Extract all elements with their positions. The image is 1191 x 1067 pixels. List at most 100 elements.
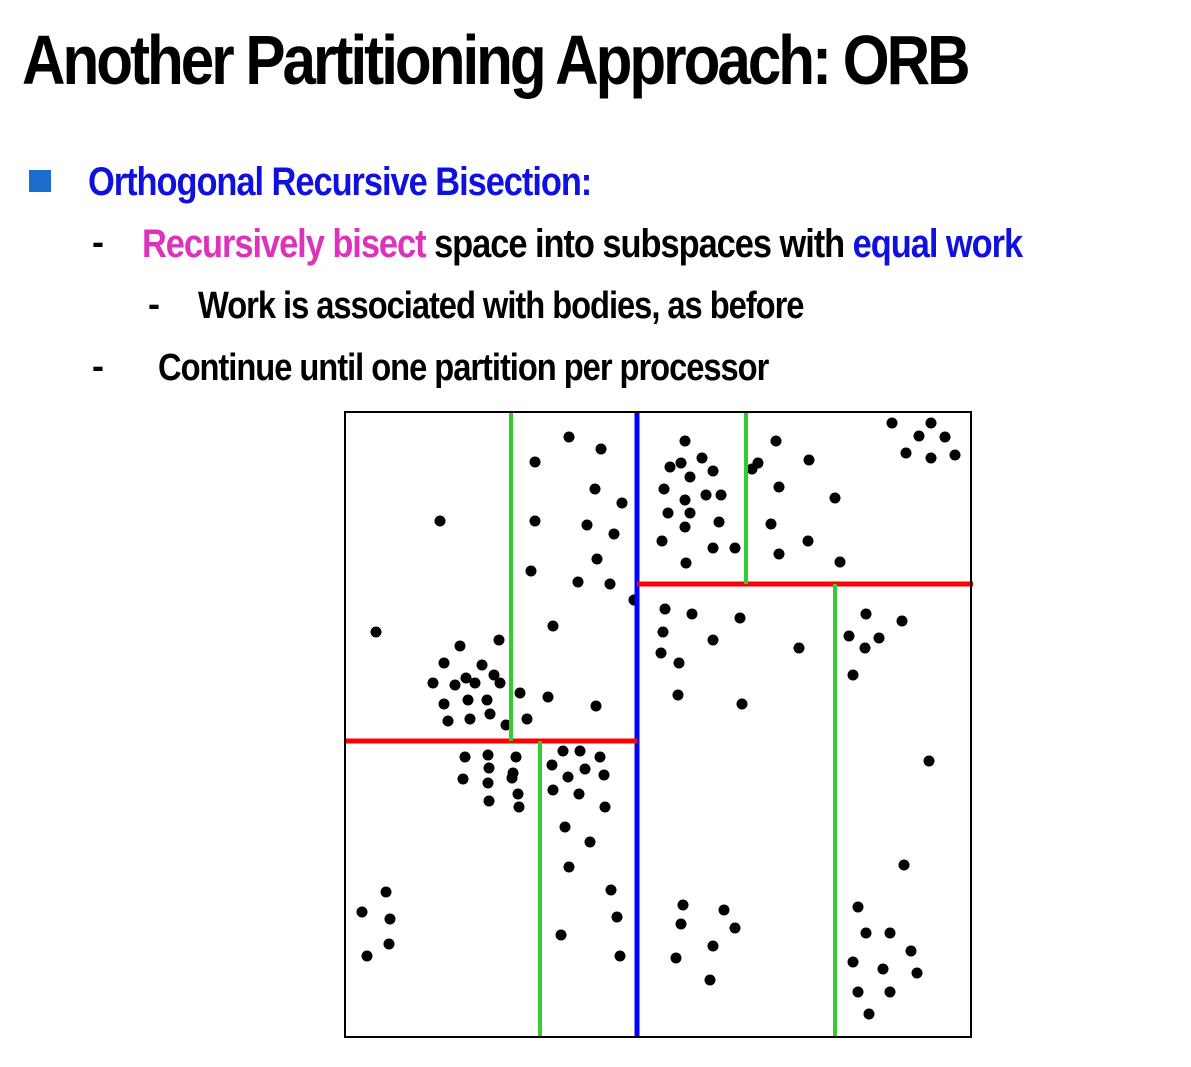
body-dot bbox=[696, 452, 708, 464]
body-dot bbox=[599, 801, 611, 813]
body-dot bbox=[718, 904, 730, 916]
body-dot bbox=[773, 481, 785, 493]
body-dot bbox=[656, 535, 668, 547]
body-dot bbox=[679, 494, 691, 506]
body-dot bbox=[493, 634, 505, 646]
body-dot bbox=[547, 784, 559, 796]
body-dot bbox=[863, 1008, 875, 1020]
body-dot bbox=[563, 861, 575, 873]
body-dot bbox=[913, 430, 925, 442]
body-dot bbox=[834, 556, 846, 568]
body-dot bbox=[803, 454, 815, 466]
body-dot bbox=[673, 657, 685, 669]
body-dot bbox=[590, 700, 602, 712]
body-dot bbox=[715, 489, 727, 501]
body-dot bbox=[802, 535, 814, 547]
body-dot bbox=[662, 507, 674, 519]
body-dot bbox=[604, 578, 616, 590]
body-dot bbox=[513, 801, 525, 813]
body-dot bbox=[847, 669, 859, 681]
body-dot bbox=[460, 672, 472, 684]
body-dot bbox=[679, 521, 691, 533]
body-dot bbox=[589, 483, 601, 495]
body-dot bbox=[584, 836, 596, 848]
body-dot bbox=[434, 515, 446, 527]
slide-title: Another Partitioning Approach: ORB bbox=[22, 21, 971, 99]
body-dot bbox=[670, 952, 682, 964]
body-dot bbox=[911, 967, 923, 979]
body-dot bbox=[729, 922, 741, 934]
body-dot bbox=[438, 657, 450, 669]
body-dot bbox=[684, 471, 696, 483]
body-dot bbox=[679, 435, 691, 447]
body-dot bbox=[900, 447, 912, 459]
bullet-recursive-bisect: Recursively bisect space into subspaces … bbox=[142, 220, 1023, 268]
body-dot bbox=[598, 769, 610, 781]
body-dot bbox=[356, 906, 368, 918]
body-dot bbox=[675, 918, 687, 930]
body-dot bbox=[457, 773, 469, 785]
body-dot bbox=[729, 542, 741, 554]
body-dot bbox=[707, 940, 719, 952]
body-dot bbox=[546, 759, 558, 771]
body-dot bbox=[514, 687, 526, 699]
dash-marker: - bbox=[92, 221, 104, 262]
emphasis-text: equal work bbox=[852, 222, 1023, 266]
body-dot bbox=[573, 788, 585, 800]
body-dot bbox=[384, 913, 396, 925]
body-dot bbox=[923, 755, 935, 767]
highlight-text: Recursively bisect bbox=[142, 222, 427, 266]
body-dot bbox=[581, 519, 593, 531]
bullet-continue: Continue until one partition per process… bbox=[158, 347, 769, 389]
body-dot bbox=[684, 507, 696, 519]
body-dot bbox=[847, 956, 859, 968]
body-dot bbox=[521, 713, 533, 725]
body-dot bbox=[547, 620, 559, 632]
body-dot bbox=[370, 626, 382, 638]
body-dot bbox=[510, 751, 522, 763]
body-dot bbox=[361, 950, 373, 962]
body-dot bbox=[459, 751, 471, 763]
body-dot bbox=[574, 745, 586, 757]
body-dot bbox=[884, 986, 896, 998]
body-dot bbox=[658, 483, 670, 495]
body-dot bbox=[555, 929, 567, 941]
body-dot bbox=[512, 788, 524, 800]
body-dot bbox=[542, 691, 554, 703]
body-dot bbox=[905, 945, 917, 957]
body-dot bbox=[770, 435, 782, 447]
body-dot bbox=[529, 515, 541, 527]
bullet-work-bodies: Work is associated with bodies, as befor… bbox=[198, 285, 804, 327]
body-dot bbox=[483, 762, 495, 774]
body-dot bbox=[707, 465, 719, 477]
body-dot bbox=[949, 449, 961, 461]
body-dot bbox=[680, 557, 692, 569]
body-dot bbox=[765, 518, 777, 530]
body-dot bbox=[925, 417, 937, 429]
body-dot bbox=[506, 772, 518, 784]
body-dot bbox=[659, 603, 671, 615]
body-dot bbox=[896, 615, 908, 627]
body-dot bbox=[469, 677, 481, 689]
body-dot bbox=[939, 431, 951, 443]
body-dot bbox=[481, 694, 493, 706]
body-dot bbox=[482, 777, 494, 789]
bullet-orb-heading: Orthogonal Recursive Bisection: bbox=[88, 160, 592, 204]
body-dot bbox=[476, 659, 488, 671]
body-dot bbox=[614, 950, 626, 962]
body-dot bbox=[529, 456, 541, 468]
body-dot bbox=[852, 901, 864, 913]
body-dot bbox=[462, 694, 474, 706]
body-dot bbox=[559, 821, 571, 833]
body-dot bbox=[484, 708, 496, 720]
body-dot bbox=[700, 489, 712, 501]
body-dot bbox=[591, 553, 603, 565]
body-dot bbox=[483, 795, 495, 807]
domain-border bbox=[344, 411, 972, 1038]
body-dot bbox=[380, 886, 392, 898]
body-dot bbox=[427, 677, 439, 689]
body-dot bbox=[843, 630, 855, 642]
body-dot bbox=[898, 859, 910, 871]
body-dot bbox=[482, 749, 494, 761]
